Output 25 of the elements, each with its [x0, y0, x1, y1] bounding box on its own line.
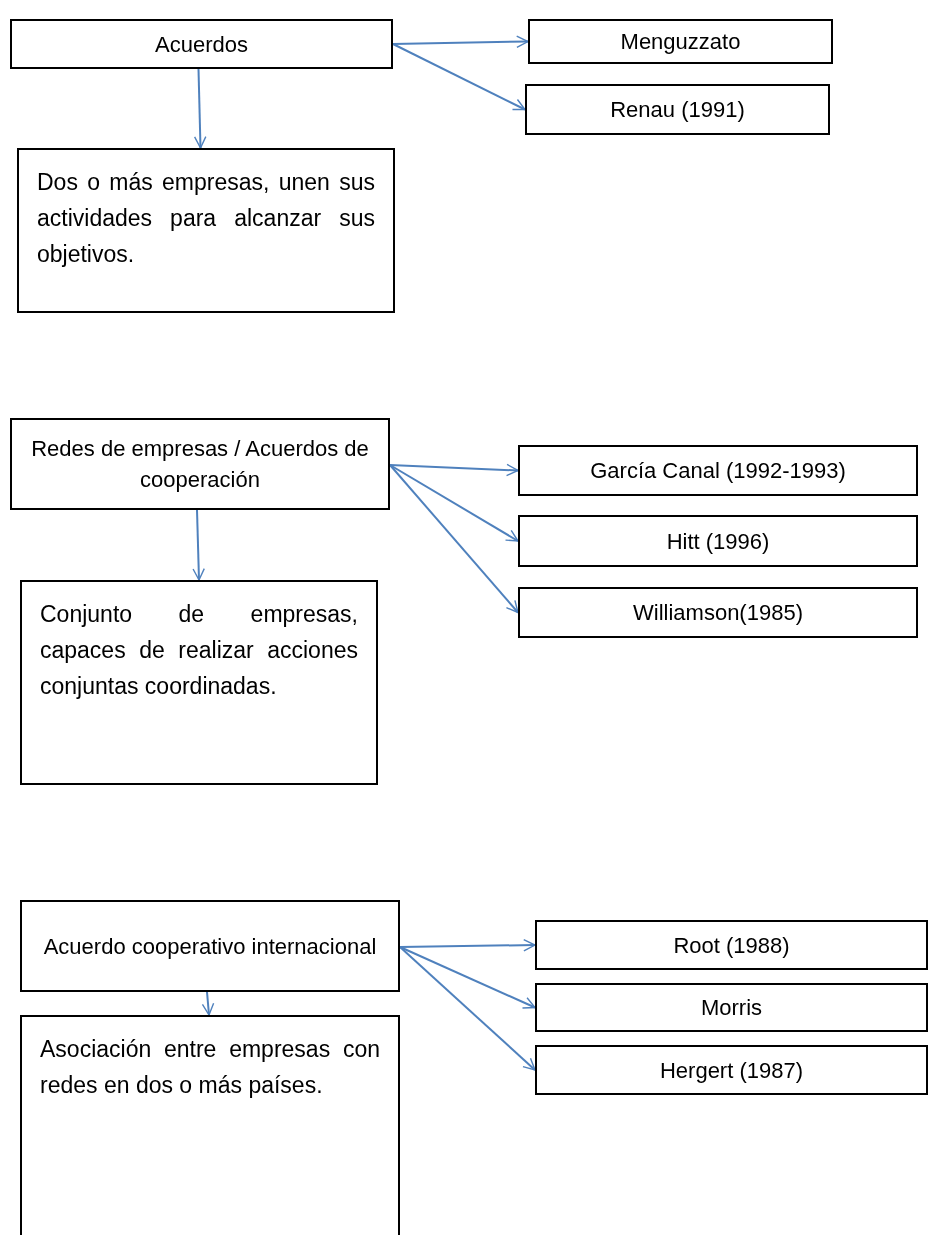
arrow: [392, 43, 526, 111]
author-box: Morris: [535, 983, 928, 1032]
author-box: Hitt (1996): [518, 515, 918, 567]
arrow: [389, 463, 519, 477]
concept-box: Redes de empresas / Acuerdos de cooperación: [10, 418, 390, 510]
arrow: [392, 35, 529, 48]
arrow: [399, 938, 536, 952]
arrow: [399, 946, 536, 1071]
definition-box: Asociación entre empresas con redes en dos o más países.: [20, 1015, 400, 1235]
definition-box: Conjunto de empresas, capaces de realizar acciones conjuntas coordinadas.: [20, 580, 378, 785]
author-box: García Canal (1992-1993): [518, 445, 918, 496]
arrow: [389, 464, 519, 542]
author-box: Root (1988): [535, 920, 928, 970]
concept-box: Acuerdos: [10, 19, 393, 69]
arrow: [399, 946, 536, 1009]
author-box: Renau (1991): [525, 84, 830, 135]
author-box: Hergert (1987): [535, 1045, 928, 1095]
arrow: [201, 991, 215, 1016]
arrow: [389, 464, 519, 614]
concept-box: Acuerdo cooperativo internacional: [20, 900, 400, 992]
definition-box: Dos o más empresas, unen sus actividades para alcanzar sus objetivos.: [17, 148, 395, 313]
author-box: Menguzzato: [528, 19, 833, 64]
author-box: Williamson(1985): [518, 587, 918, 638]
arrow: [192, 509, 205, 581]
arrow: [193, 68, 207, 149]
